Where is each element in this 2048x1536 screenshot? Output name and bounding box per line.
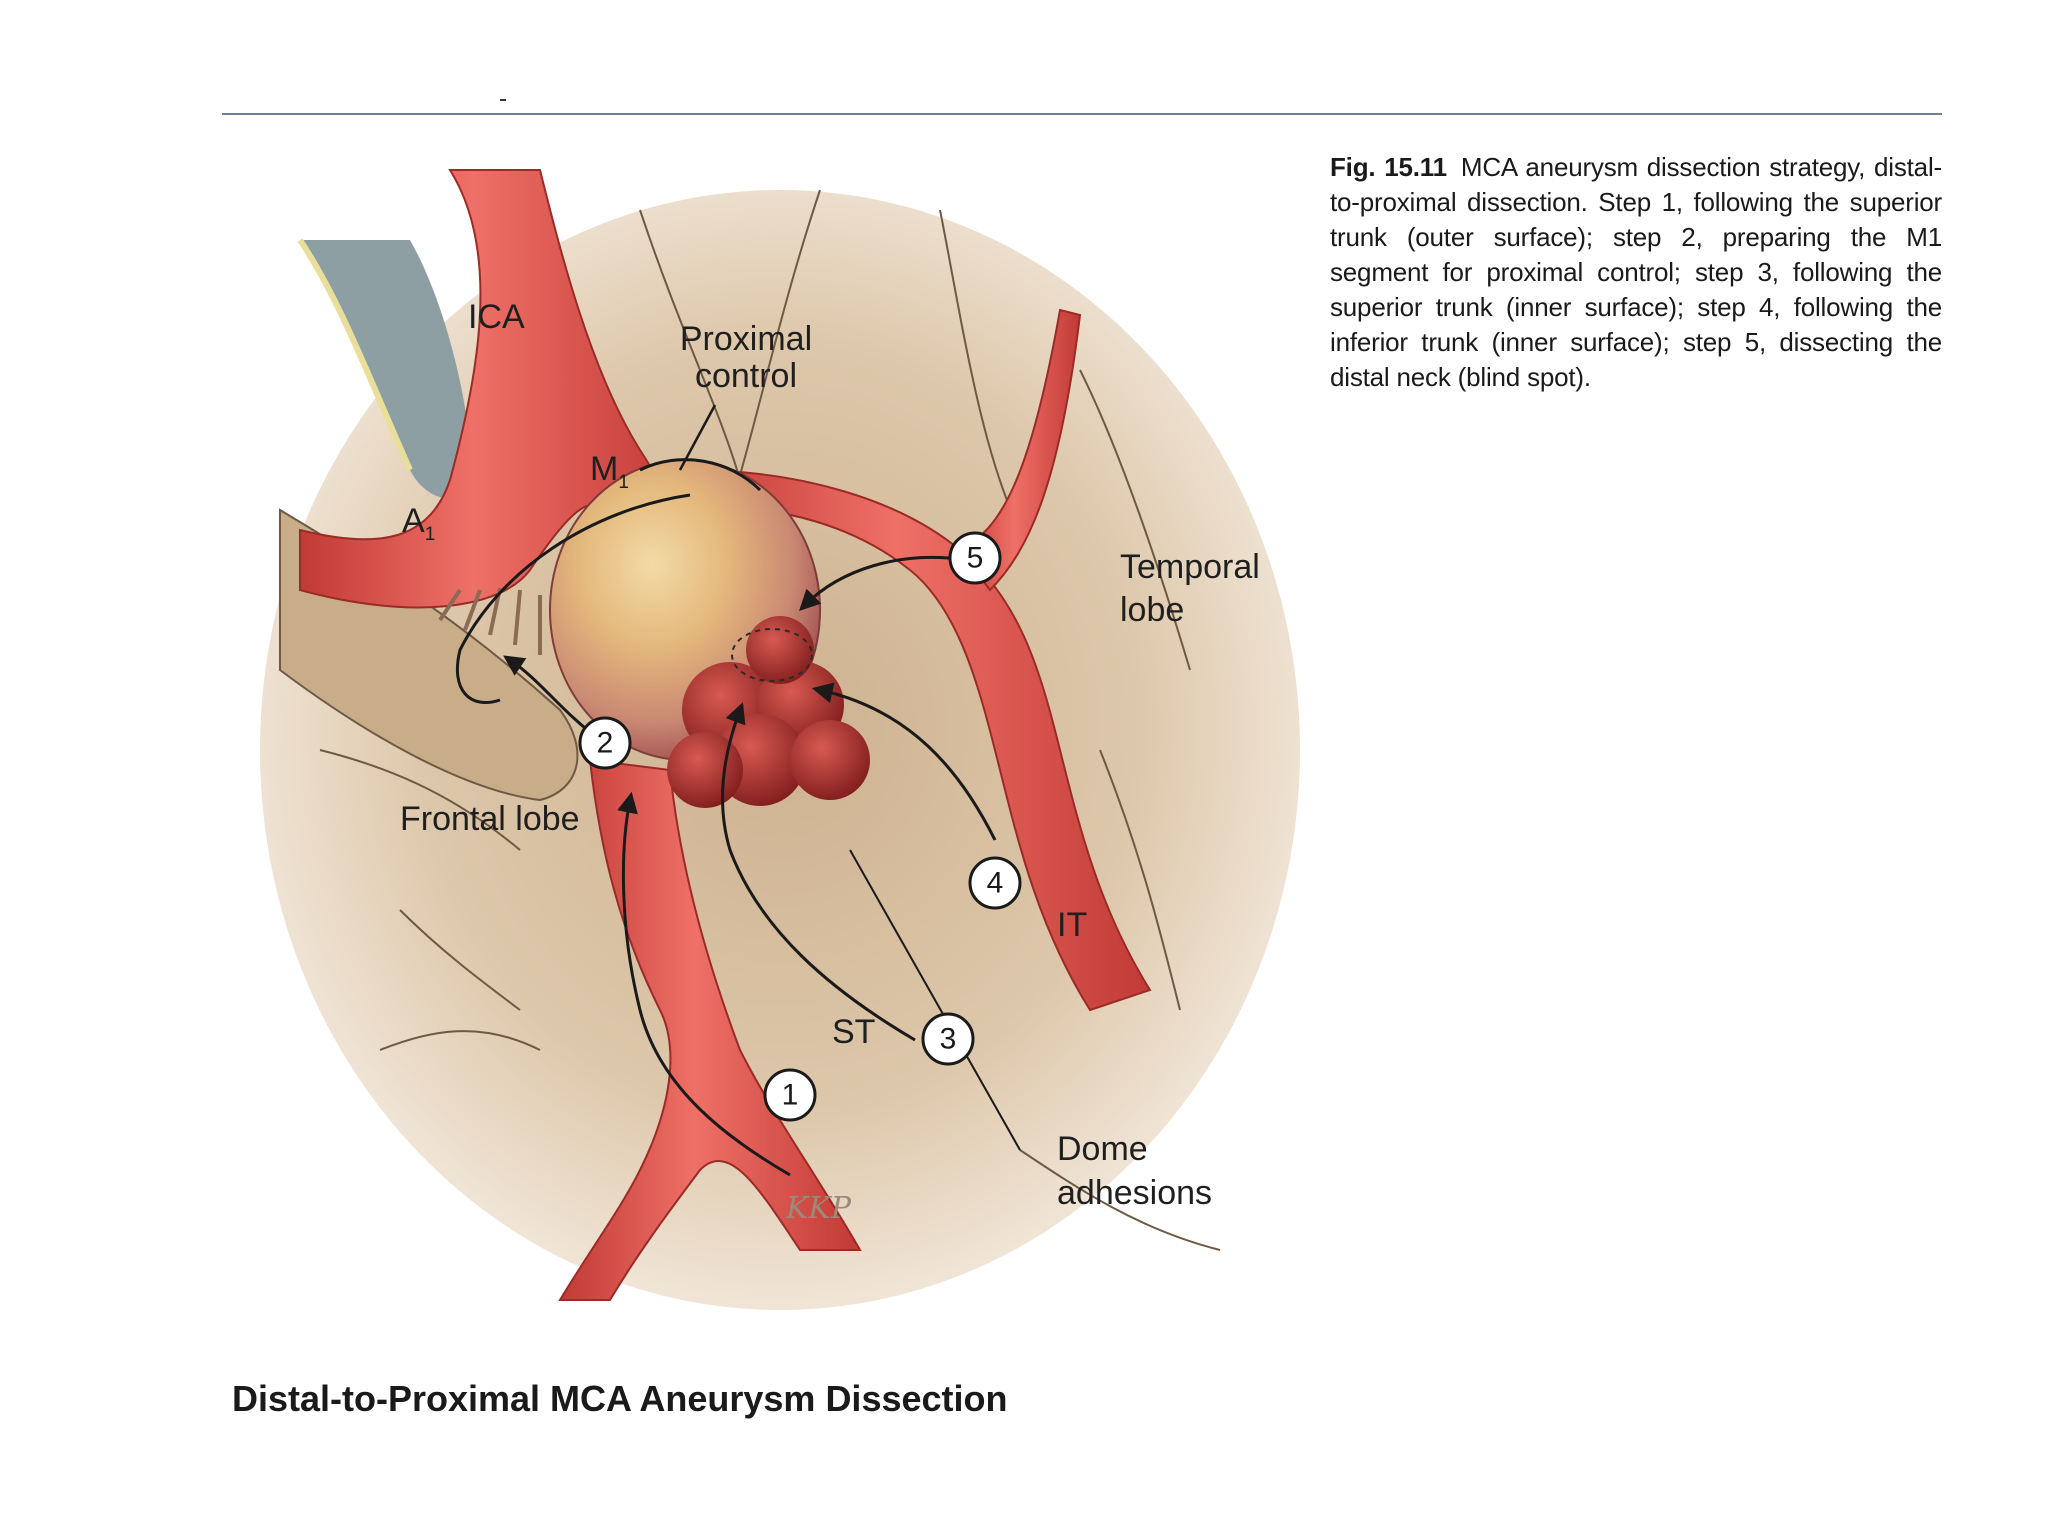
label-m1-sub: 1 xyxy=(618,472,629,493)
artist-signature: KKP xyxy=(785,1191,852,1226)
header-rule xyxy=(222,113,1942,115)
label-st: ST xyxy=(832,1013,875,1051)
step-2-number: 2 xyxy=(597,727,614,760)
sylvian-cleft xyxy=(300,240,471,499)
step-4-number: 4 xyxy=(987,867,1004,900)
sulci xyxy=(319,189,1221,1251)
label-ica: ICA xyxy=(468,298,525,336)
label-it: IT xyxy=(1057,906,1087,944)
step-3-number: 3 xyxy=(940,1023,957,1056)
step-5-arrow xyxy=(799,556,966,611)
temporal-branch-artery xyxy=(958,308,1082,592)
label-a1: A1 xyxy=(402,502,435,545)
label-a1-main: A xyxy=(402,502,425,540)
aneurysm-neck-outline xyxy=(731,628,813,682)
proximal-control-bracket xyxy=(455,493,691,705)
label-dome-adhesions-line1: Dome xyxy=(1057,1130,1148,1168)
label-temporal-lobe-line1: Temporal xyxy=(1120,548,1260,586)
inferior-trunk-artery xyxy=(689,468,1152,1012)
step-3-marker: 3 xyxy=(921,1012,975,1066)
header-rule-tick xyxy=(500,99,506,101)
step-markers: 1 2 3 4 5 xyxy=(578,531,1022,1122)
label-proximal-control-line1: Proximal xyxy=(680,320,812,358)
label-frontal-lobe: Frontal lobe xyxy=(400,800,580,838)
step-5-number: 5 xyxy=(967,542,984,575)
step-1-arrow xyxy=(617,791,791,1177)
figure-caption-text: MCA aneurysm dissection strategy, distal… xyxy=(1330,152,1942,392)
step-4-arrow xyxy=(811,682,997,841)
step-1-marker: 1 xyxy=(763,1068,817,1122)
label-dome-adhesions-line2: adhesions xyxy=(1057,1174,1212,1212)
label-a1-sub: 1 xyxy=(425,524,436,545)
step-5-marker: 5 xyxy=(948,531,1002,585)
mca-aneurysm-illustration: 1 2 3 4 5 ICA M1 A1 Proximal control xyxy=(260,169,1300,1310)
step-3-arrow xyxy=(721,702,916,1042)
proximal-control-leader xyxy=(678,404,717,471)
ica-m1-artery xyxy=(299,169,685,621)
superior-trunk-artery xyxy=(558,758,862,1301)
step-2-marker: 2 xyxy=(578,716,632,770)
cleft-edge xyxy=(297,238,413,472)
step-1-number: 1 xyxy=(782,1079,799,1112)
figure-title: Distal-to-Proximal MCA Aneurysm Dissecti… xyxy=(232,1378,1008,1419)
figure-caption-label: Fig. 15.11 xyxy=(1330,152,1447,182)
dome-adhesions-leader xyxy=(849,849,1021,1151)
proximal-control-hook xyxy=(639,458,762,492)
step-4-marker: 4 xyxy=(968,856,1022,910)
label-proximal-control-line2: control xyxy=(695,357,797,395)
label-m1: M1 xyxy=(590,450,629,493)
label-temporal-lobe-line2: lobe xyxy=(1120,591,1184,629)
label-m1-main: M xyxy=(590,450,618,488)
